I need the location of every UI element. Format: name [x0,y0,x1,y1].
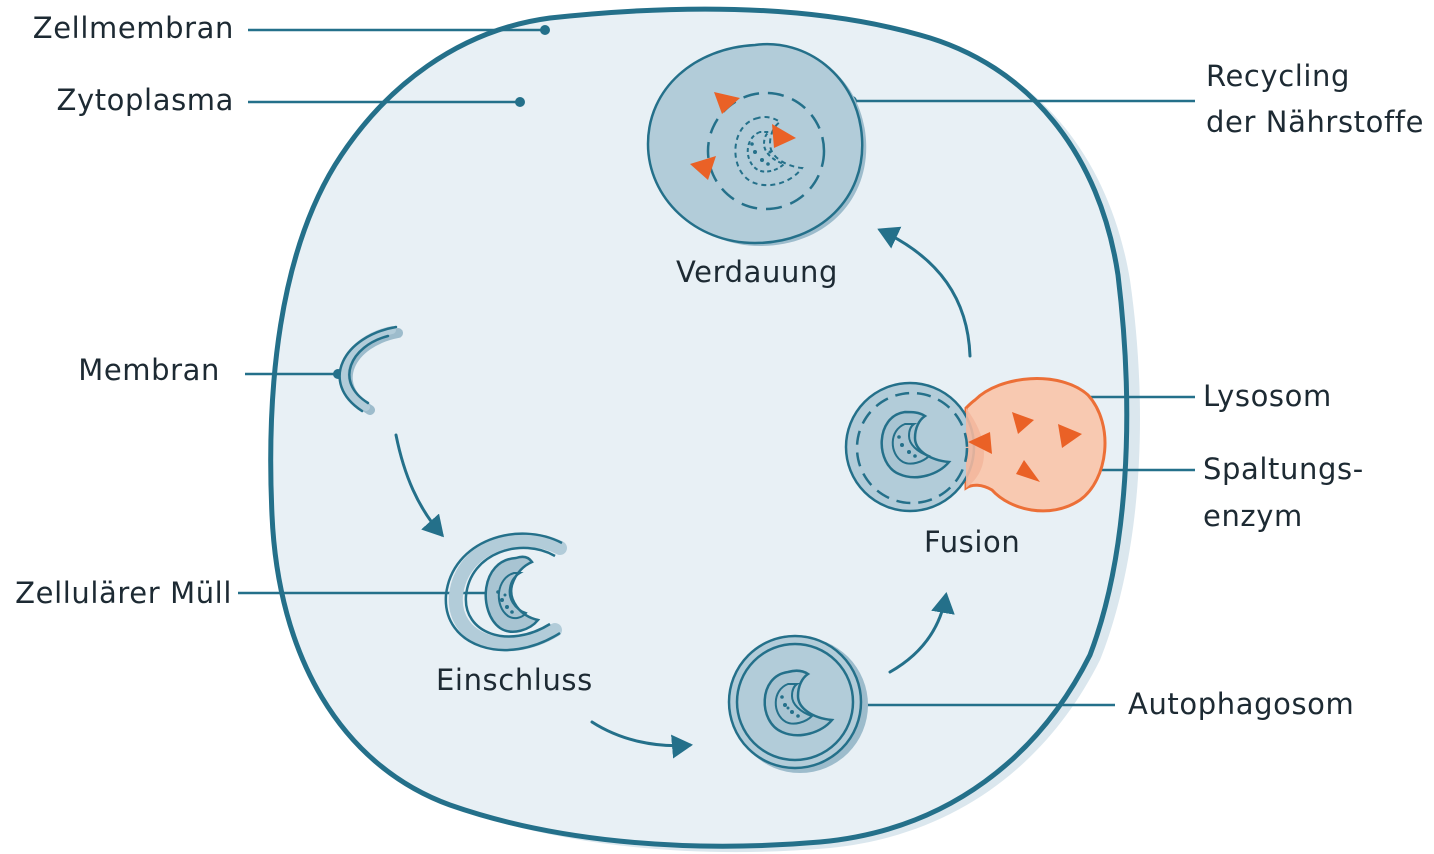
arrow-einschluss-to-autophagosom [590,720,693,759]
enzymes-fusion [968,412,1082,482]
digestion-vesicle [646,42,867,246]
arrow-membran-to-einschluss [394,433,444,538]
label-zellmembran: Zellmembran [32,11,234,45]
label-zellulaerer-muell: Zellulärer Müll [15,576,232,610]
membrane-crescent [338,325,403,415]
label-spaltungsenzym-1: Spaltungs- [1203,452,1364,486]
label-recycling-1: Recycling [1206,59,1351,93]
label-spaltungsenzym-2: enzym [1203,499,1303,533]
label-fusion: Fusion [924,525,1021,559]
label-einschluss: Einschluss [436,663,593,697]
leader-lines [238,28,1195,707]
label-zytoplasma: Zytoplasma [56,83,234,117]
label-autophagosom: Autophagosom [1128,687,1355,721]
autophagosome [727,634,868,773]
label-lysosom: Lysosom [1203,379,1332,413]
dot-zytoplasma [515,97,525,107]
fusion [844,377,1107,513]
process-arrows [394,226,972,759]
arrow-fusion-to-verdauung [877,226,972,358]
dot-zellmembran [540,25,550,35]
label-recycling-2: der Nährstoffe [1206,105,1425,139]
label-membran: Membran [78,353,220,387]
label-verdauung: Verdauung [676,255,838,289]
arrow-autophagosom-to-fusion [888,592,955,674]
enzymes-digestion [690,92,796,180]
engulfment [444,532,567,652]
